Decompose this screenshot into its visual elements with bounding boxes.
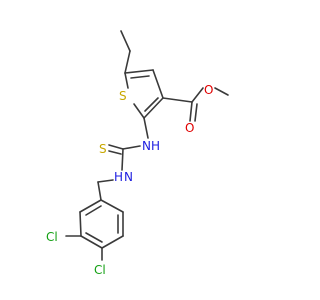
bond-benzene-4-5 [80, 235, 103, 249]
atom-label-nitrogen-amide: N [142, 139, 151, 153]
atom-label-chlorine-lower: Cl [94, 263, 106, 277]
bond-nh-thiocarbonyl [122, 145, 141, 150]
molecule-structure-diagram: S O O N H S N H Cl Cl [46, 30, 229, 277]
bond-carbonyl-double-o [189, 101, 193, 122]
bond-ring-c5-s [124, 72, 129, 89]
bond-carbonyl-o-ester [191, 87, 204, 103]
bond-ethyl-ch3-ch2 [120, 30, 131, 52]
bond-benzene-1-2 [100, 199, 124, 213]
bond-benzene-6-1-double [85, 205, 102, 216]
bond-o-methyl [214, 87, 229, 96]
bond-thiocarbonyl-nh [121, 148, 124, 171]
bond-nh-ch2 [97, 179, 114, 183]
atom-label-oxygen-carbonyl: O [185, 121, 194, 135]
bond-ring-c4-c5-double [130, 75, 150, 79]
bond-ch2-ring [97, 181, 102, 201]
bond-benzene-4-5-double [85, 232, 103, 243]
atom-label-sulfur-thione: S [99, 142, 107, 156]
bond-benzene-6-1 [79, 199, 102, 213]
bond-thiocarbonyl-s-double [108, 150, 122, 155]
bond-ethyl-ch2-ring [124, 50, 131, 74]
bond-ring-s-c2 [133, 103, 145, 119]
bond-ring-c2-c3-double [144, 97, 159, 112]
bond-benzene-3-4 [101, 235, 124, 249]
bond-ring-c2-c3 [143, 97, 164, 119]
bond-thiocarbonyl-s [108, 144, 124, 150]
bond-ring-c3-c4 [152, 69, 164, 99]
atom-label-hydrogen-benzyl: H [114, 170, 123, 184]
atom-label-hydrogen-amide: H [151, 139, 160, 153]
bond-benzene-5-6 [79, 211, 82, 237]
bond-carbonyl-double-o-2 [194, 103, 198, 122]
bond-ring-c4-c5 [124, 69, 154, 74]
atom-label-oxygen-ester: O [204, 83, 213, 97]
atom-label-chlorine-upper: Cl [46, 230, 58, 244]
bond-c3-carbonyl [162, 97, 193, 103]
bond-c2-nh [143, 117, 149, 139]
atom-label-sulfur-ring: S [119, 89, 127, 103]
atom-label-nitrogen-benzyl: N [124, 170, 133, 184]
